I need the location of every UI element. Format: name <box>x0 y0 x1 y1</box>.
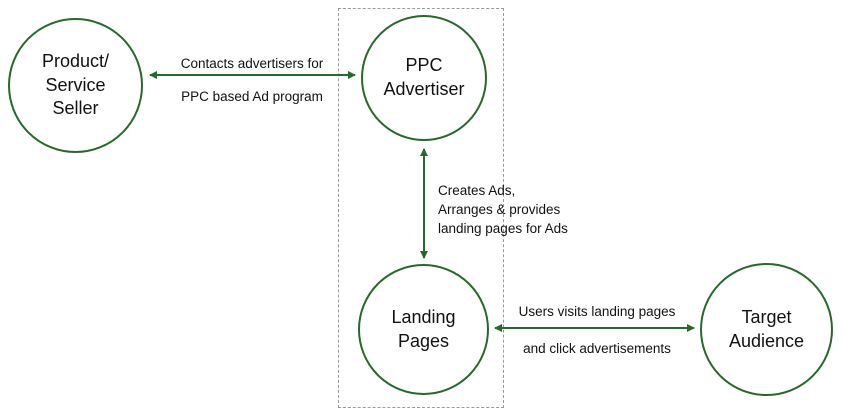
edge-label-contacts-advertisers: Contacts advertisers for <box>180 56 324 71</box>
node-label-seller: Product/ Service Seller <box>41 50 110 119</box>
node-label-landing-pages: Landing Pages <box>391 306 456 351</box>
edge-label-click-ads: and click advertisements <box>523 341 671 356</box>
node-product-service-seller: Product/ Service Seller <box>8 18 143 153</box>
edge-label-creates-ads: Creates Ads, Arranges & provides landing… <box>438 183 568 236</box>
edge-label-users-visit: Users visits landing pages <box>518 304 676 319</box>
node-ppc-advertiser: PPC Advertiser <box>361 15 487 141</box>
edge-label-ppc-based-ad-program: PPC based Ad program <box>181 89 323 104</box>
node-target-audience: Target Audience <box>700 263 833 396</box>
node-label-ppc-advertiser: PPC Advertiser <box>383 55 465 99</box>
node-label-target-audience: Target Audience <box>728 306 805 351</box>
dashed-group-boundary <box>338 8 504 408</box>
node-landing-pages: Landing Pages <box>358 264 489 395</box>
